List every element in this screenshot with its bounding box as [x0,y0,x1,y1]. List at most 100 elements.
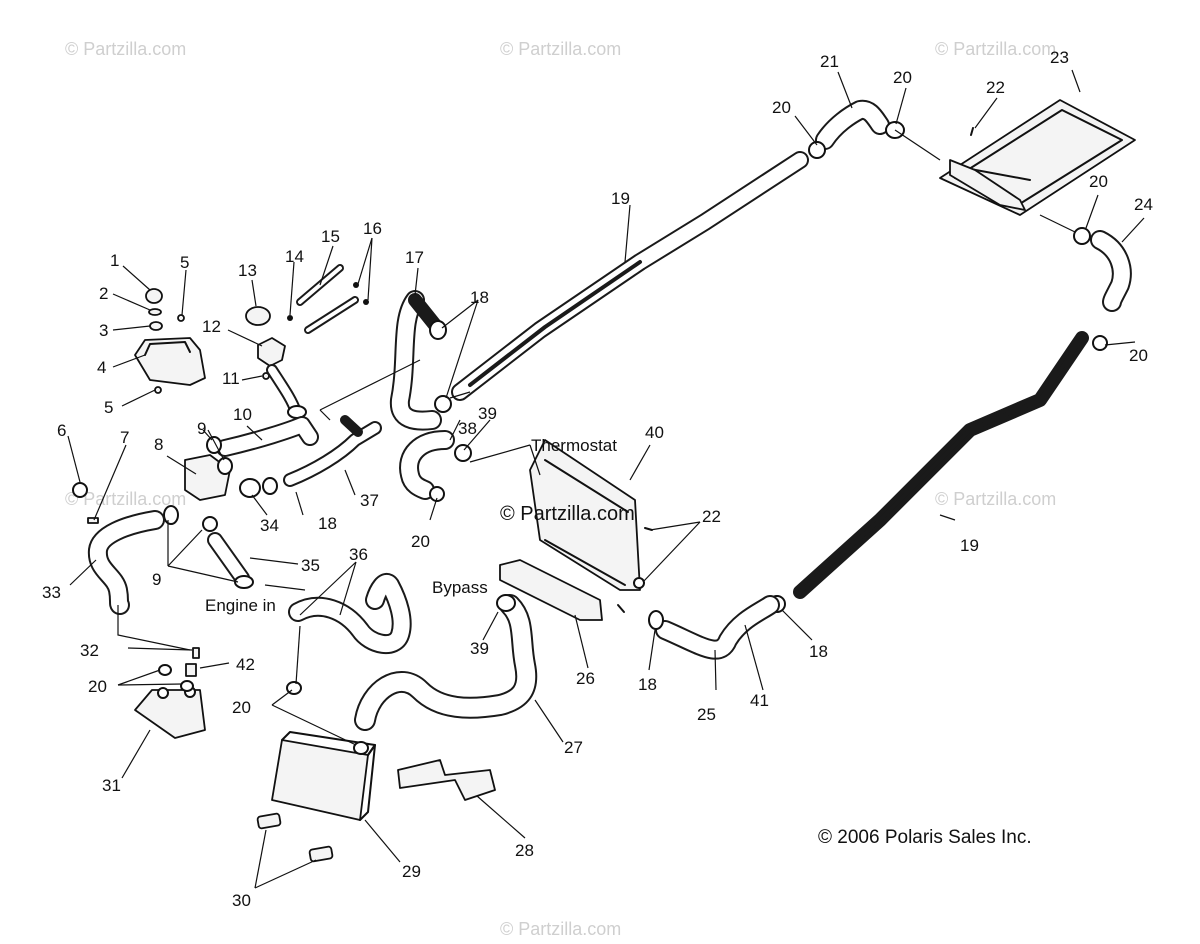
callout-27: 27 [564,738,583,757]
engine-hose-group [163,415,382,589]
callout-34: 34 [260,516,279,535]
heat-exchanger [271,739,369,821]
callout-16: 16 [363,219,382,238]
watermark: © Partzilla.com [500,919,621,939]
callout-labels: 1 2 3 4 5 5 6 7 8 9 9 9 10 11 12 13 14 1… [42,48,1153,910]
callout-5: 5 [104,398,113,417]
screw [154,386,162,394]
callout-39: 39 [478,404,497,423]
radiator-tank [949,159,1026,211]
copyright-notice: © 2006 Polaris Sales Inc. [818,827,1032,848]
callout-20: 20 [88,677,107,696]
watermark: © Partzilla.com [65,489,186,509]
callout-37: 37 [360,491,379,510]
callout-29: 29 [402,862,421,881]
hose-21-group [808,99,905,159]
callout-35: 35 [301,556,320,575]
hose-connector [239,478,261,498]
pressure-cap [245,306,271,326]
fitting [192,647,200,659]
callout-18: 18 [638,675,657,694]
pump-housing [134,689,206,739]
fill-neck [257,337,286,367]
watermark: © Partzilla.com [935,489,1056,509]
cap-washer [148,308,162,316]
callout-9: 9 [152,570,161,589]
callout-3: 3 [99,321,108,340]
hose-clamp [429,320,447,340]
hose-24-group [1073,227,1132,351]
hose-clamp [234,575,254,589]
engine-in-label: Engine in [205,596,276,615]
coolant-tube-upper [451,151,809,401]
bypass-label: Bypass [432,578,488,597]
hose-clamp [648,610,664,630]
callout-12: 12 [202,317,221,336]
watermark: © Partzilla.com [65,39,186,59]
callout-24: 24 [1134,195,1153,214]
callout-17: 17 [405,248,424,267]
callout-20: 20 [1089,172,1108,191]
callout-13: 13 [238,261,257,280]
callout-42: 42 [236,655,255,674]
tie-strap [87,517,99,524]
tube-plug [287,315,293,321]
callout-25: 25 [697,705,716,724]
callout-5: 5 [180,253,189,272]
reservoir-group [134,288,206,394]
leader-lines [67,69,1145,889]
callout-1: 1 [110,251,119,270]
callout-38: 38 [458,419,477,438]
callout-18: 18 [318,514,337,533]
screw-22 [970,127,974,136]
hose-25-group [648,595,780,660]
center-watermark: © Partzilla.com [500,503,635,525]
hose-clamp [496,594,516,612]
callout-19: 19 [611,189,630,208]
callout-9: 9 [197,419,206,438]
callout-26: 26 [576,669,595,688]
thermostat-housing-group [499,439,653,621]
callout-21: 21 [820,52,839,71]
callout-31: 31 [102,776,121,795]
callout-23: 23 [1050,48,1069,67]
hose-clamp [454,444,472,462]
plate-group [397,759,496,801]
band-clamp-group [72,482,99,524]
thermostat-housing [529,439,641,591]
callout-14: 14 [285,247,304,266]
radiator-group [939,99,1136,216]
callout-36: 36 [349,545,368,564]
hose-clamp [262,477,278,495]
reservoir-cap [145,288,163,304]
clip [308,845,334,863]
band-clamp [72,482,88,498]
clip [256,812,282,830]
clip-group [256,812,334,863]
heat-exchanger-group [271,681,376,821]
screw [177,314,185,322]
hose-clamp [202,516,218,532]
coolant-tube-lower [768,331,1089,613]
callout-20: 20 [1129,346,1148,365]
callout-7: 7 [120,428,129,447]
thermostat-label: Thermostat [531,436,617,455]
callout-2: 2 [99,284,108,303]
screw-22 [617,604,625,613]
hose-clamp [1073,227,1091,245]
radiator [939,99,1136,216]
callout-20: 20 [232,698,251,717]
callout-6: 6 [57,421,66,440]
hose-clamp [158,664,172,676]
callout-40: 40 [645,423,664,442]
pump-group [134,647,206,739]
callout-22: 22 [986,78,1005,97]
hose-clamp [180,680,194,692]
hose-38-group [399,430,472,502]
callout-20: 20 [893,68,912,87]
callout-20: 20 [772,98,791,117]
callout-22: 22 [702,507,721,526]
tube-plug [363,299,369,305]
callout-33: 33 [42,583,61,602]
